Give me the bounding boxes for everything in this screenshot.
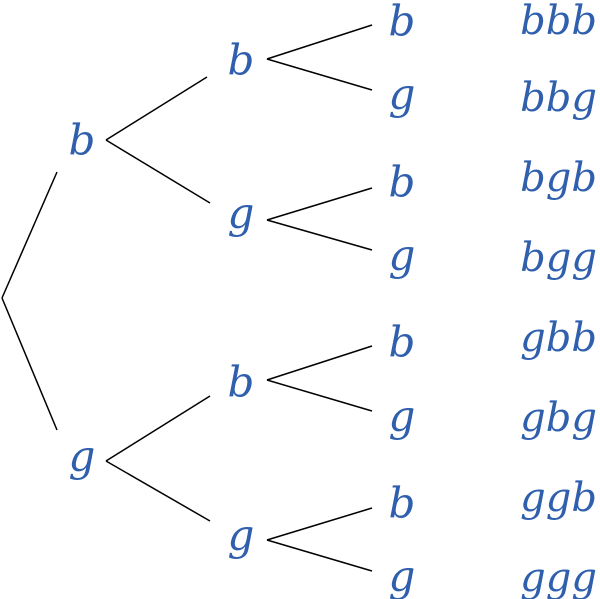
outcome-label: gbg	[520, 395, 597, 441]
node-bg: g	[228, 189, 255, 238]
outcome-label: ggb	[520, 475, 597, 521]
edge-gg-to-ggb	[266, 507, 373, 541]
edge-g-to-gg	[105, 460, 211, 522]
edge-root-to-g	[1, 297, 58, 431]
edge-bb-to-bbb	[266, 24, 373, 60]
outcome-label: bbb	[520, 0, 597, 44]
node-ggb: b	[389, 479, 416, 528]
outcome-label: gbb	[520, 315, 597, 361]
outcome-label: ggg	[520, 555, 597, 599]
edge-bg-to-bgb	[266, 187, 373, 221]
node-g: g	[69, 432, 96, 481]
edge-root-to-b	[1, 171, 58, 299]
node-bb: b	[228, 36, 255, 85]
node-b: b	[69, 116, 96, 165]
edge-g-to-gb	[105, 395, 211, 462]
edge-bb-to-bbg	[266, 58, 373, 91]
node-bgg: g	[389, 231, 416, 280]
edge-b-to-bg	[105, 139, 211, 204]
edge-b-to-bb	[105, 76, 208, 141]
outcome-label: bbg	[520, 75, 597, 121]
node-gg: g	[228, 511, 255, 560]
node-bgb: b	[389, 158, 416, 207]
edge-gg-to-ggg	[266, 539, 373, 572]
edge-gb-to-gbb	[266, 345, 373, 381]
node-ggg: g	[389, 552, 416, 599]
node-gbg: g	[389, 392, 416, 441]
edge-bg-to-bgg	[266, 219, 373, 251]
node-gbb: b	[389, 318, 416, 367]
node-bbg: g	[389, 70, 416, 119]
edge-gb-to-gbg	[266, 379, 373, 412]
node-bbb: b	[389, 0, 416, 46]
outcome-label: bgb	[520, 155, 597, 201]
outcome-label: bgg	[520, 235, 597, 281]
node-gb: b	[228, 358, 255, 407]
